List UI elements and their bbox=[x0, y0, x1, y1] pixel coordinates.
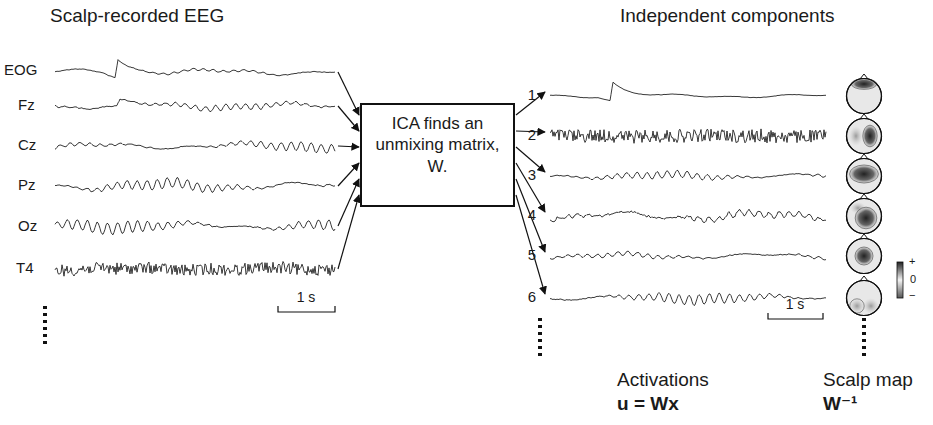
eeg-trace bbox=[55, 220, 335, 235]
mixing-arrows bbox=[338, 72, 545, 294]
channel-name: Pz bbox=[18, 177, 36, 194]
component-number: 5 bbox=[528, 247, 536, 264]
contour bbox=[855, 247, 873, 265]
channel-name: T4 bbox=[16, 260, 34, 277]
head-outline bbox=[847, 159, 882, 194]
head-outline bbox=[847, 281, 882, 316]
continuation-dots bbox=[862, 318, 866, 358]
scale-bar bbox=[278, 306, 335, 312]
head-outline bbox=[847, 199, 882, 234]
activity-blob bbox=[863, 298, 879, 314]
input-arrow bbox=[338, 195, 359, 269]
color-bar-label: 0 bbox=[910, 273, 916, 285]
scalp-maps bbox=[847, 74, 882, 316]
eeg-traces bbox=[55, 60, 826, 306]
channel-name: Cz bbox=[18, 137, 36, 154]
input-arrow bbox=[338, 179, 359, 226]
scale-label: 1 s bbox=[786, 297, 805, 312]
contour bbox=[855, 207, 877, 229]
channel-name: Fz bbox=[18, 97, 35, 114]
eeg-trace bbox=[550, 82, 826, 100]
component-number: 1 bbox=[528, 87, 536, 104]
color-bar-label: + bbox=[909, 255, 915, 267]
box-text: ICA finds an unmixing matrix, W. bbox=[372, 113, 503, 177]
activity-blob bbox=[848, 164, 880, 184]
eeg-trace bbox=[550, 129, 826, 143]
activity-blob bbox=[862, 124, 878, 148]
head-outline bbox=[847, 281, 882, 316]
head-outline bbox=[847, 119, 882, 154]
caption-text: Activations bbox=[617, 370, 709, 391]
activity-blob bbox=[849, 126, 863, 146]
head-outline bbox=[847, 79, 882, 114]
continuation-dots bbox=[538, 318, 542, 358]
formula: W⁻¹ bbox=[823, 394, 857, 415]
eeg-trace bbox=[550, 209, 826, 222]
component-number: 6 bbox=[528, 289, 536, 306]
eeg-trace bbox=[550, 170, 826, 180]
activity-blob bbox=[850, 202, 866, 214]
input-arrow bbox=[338, 106, 359, 131]
component-number: 4 bbox=[528, 207, 536, 224]
output-arrow bbox=[516, 179, 545, 252]
scalp-map bbox=[847, 194, 882, 234]
panel-title: Scalp-recorded EEG bbox=[50, 6, 224, 27]
activity-blob bbox=[850, 78, 878, 90]
head-outline bbox=[847, 239, 882, 274]
input-arrow bbox=[338, 146, 359, 147]
continuation-dots bbox=[43, 306, 47, 346]
channel-name: EOG bbox=[4, 62, 37, 79]
eeg-trace bbox=[55, 99, 335, 112]
eeg-trace bbox=[55, 178, 335, 193]
channel-name: Oz bbox=[18, 218, 37, 235]
output-arrow bbox=[516, 195, 545, 294]
head-outline bbox=[847, 119, 882, 154]
head-outline bbox=[847, 239, 882, 274]
output-arrow bbox=[516, 163, 545, 212]
contour bbox=[850, 165, 879, 183]
input-arrow bbox=[338, 163, 359, 186]
scalp-map bbox=[847, 74, 882, 114]
eeg-trace bbox=[55, 60, 335, 78]
eeg-trace bbox=[550, 293, 826, 306]
component-number: 3 bbox=[528, 167, 536, 184]
scale-bar bbox=[768, 313, 823, 319]
eeg-trace bbox=[55, 262, 335, 277]
activity-blob bbox=[854, 246, 874, 266]
formula: u = Wx bbox=[617, 394, 679, 415]
color-bar-label: − bbox=[909, 289, 915, 301]
head-outline bbox=[847, 199, 882, 234]
input-arrow bbox=[338, 72, 359, 115]
scalp-map bbox=[847, 276, 882, 316]
head-outline bbox=[847, 159, 882, 194]
panel-title: Independent components bbox=[620, 6, 834, 27]
scalp-map bbox=[847, 114, 882, 154]
contour bbox=[863, 125, 877, 147]
scalp-map bbox=[847, 234, 882, 274]
color-bar bbox=[897, 262, 903, 298]
scalp-map bbox=[847, 154, 882, 194]
activity-blob bbox=[849, 298, 865, 314]
scale-label: 1 s bbox=[297, 290, 316, 305]
process-box: ICA finds an unmixing matrix, W. bbox=[360, 103, 515, 207]
caption-text: Scalp map bbox=[823, 370, 913, 391]
head-outline bbox=[847, 79, 882, 114]
component-number: 2 bbox=[528, 127, 536, 144]
eeg-trace bbox=[550, 251, 826, 260]
eeg-trace bbox=[55, 141, 335, 153]
